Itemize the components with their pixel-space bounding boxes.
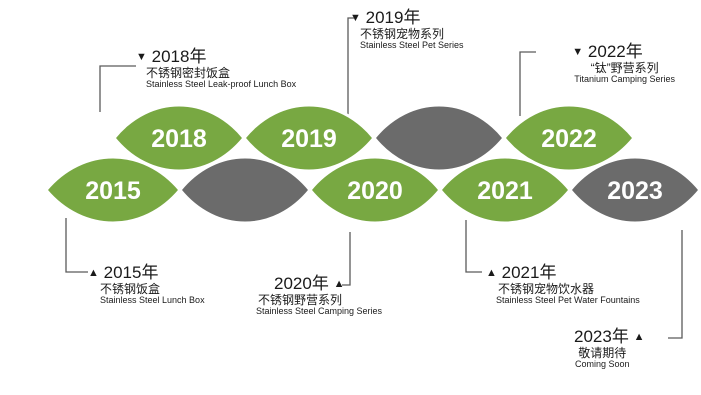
marker-up-icon: ▲: [88, 267, 99, 279]
milestone-2015: ▲ 2015年 不锈钢饭盒 Stainless Steel Lunch Box: [88, 263, 205, 306]
milestone-cn: 不锈钢饭盒: [100, 281, 161, 296]
milestone-en: Titanium Camping Series: [574, 73, 675, 84]
milestone-cn: “钛”野营系列: [590, 60, 659, 75]
milestone-year: 2022年: [587, 42, 643, 61]
timeline-year-label: 2023: [607, 177, 663, 205]
milestone-cn: 不锈钢宠物系列: [360, 26, 445, 41]
timeline-year-label: 2021: [477, 177, 533, 205]
milestone-year: 2023年: [574, 327, 629, 346]
connector-line: [99, 65, 136, 112]
milestone-year: 2020年: [274, 274, 329, 293]
milestone-en: Stainless Steel Pet Series: [360, 39, 464, 50]
milestone-en: Stainless Steel Lunch Box: [100, 294, 205, 305]
marker-up-icon: ▲: [486, 267, 497, 279]
milestone-2021: ▲ 2021年 不锈钢宠物饮水器 Stainless Steel Pet Wat…: [486, 263, 640, 306]
timeline-year-label: 2015: [85, 177, 141, 205]
milestone-en: Stainless Steel Pet Water Fountains: [496, 294, 640, 305]
milestone-2020: 2020年 ▲ 不锈钢野营系列 Stainless Steel Camping …: [256, 274, 383, 317]
milestone-2018: ▼ 2018年 不锈钢密封饭盒 Stainless Steel Leak-pro…: [136, 47, 297, 90]
connector-line: [668, 230, 683, 339]
milestone-en: Coming Soon: [574, 358, 630, 369]
connector-line: [342, 232, 351, 286]
milestone-cn: 敬请期待: [578, 345, 627, 360]
milestone-2019: ▼ 2019年 不锈钢宠物系列 Stainless Steel Pet Seri…: [350, 8, 464, 51]
connector-line: [65, 218, 88, 273]
milestone-year: 2019年: [365, 8, 421, 27]
connector-line: [465, 220, 482, 273]
milestone-2022: ▼ 2022年 “钛”野营系列 Titanium Camping Series: [572, 42, 675, 85]
timeline-year-label: 2022: [541, 125, 597, 153]
milestone-en: Stainless Steel Leak-proof Lunch Box: [146, 78, 297, 89]
milestone-year: 2021年: [501, 263, 557, 282]
timeline-year-label: 2020: [347, 177, 403, 205]
milestone-cn: 不锈钢野营系列: [258, 292, 343, 307]
timeline-year-label: 2018: [151, 125, 207, 153]
marker-down-icon: ▼: [350, 12, 361, 24]
timeline-year-label: 2019: [281, 125, 337, 153]
marker-up-icon: ▲: [333, 278, 345, 290]
marker-down-icon: ▼: [572, 46, 584, 58]
milestone-cn: 不锈钢密封饭盒: [146, 65, 231, 80]
milestone-year: 2015年: [103, 263, 159, 282]
timeline-lobe: [502, 103, 636, 173]
milestone-year: 2018年: [151, 47, 207, 66]
milestone-cn: 不锈钢宠物饮水器: [498, 281, 595, 296]
milestone-en: Stainless Steel Camping Series: [256, 305, 383, 316]
marker-down-icon: ▼: [136, 51, 147, 63]
timeline-lobe: [568, 155, 701, 225]
connector-line: [519, 51, 536, 116]
milestone-2023: 2023年 ▲ 敬请期待 Coming Soon: [574, 327, 645, 370]
marker-up-icon: ▲: [633, 331, 645, 343]
connector-line: [347, 17, 354, 118]
